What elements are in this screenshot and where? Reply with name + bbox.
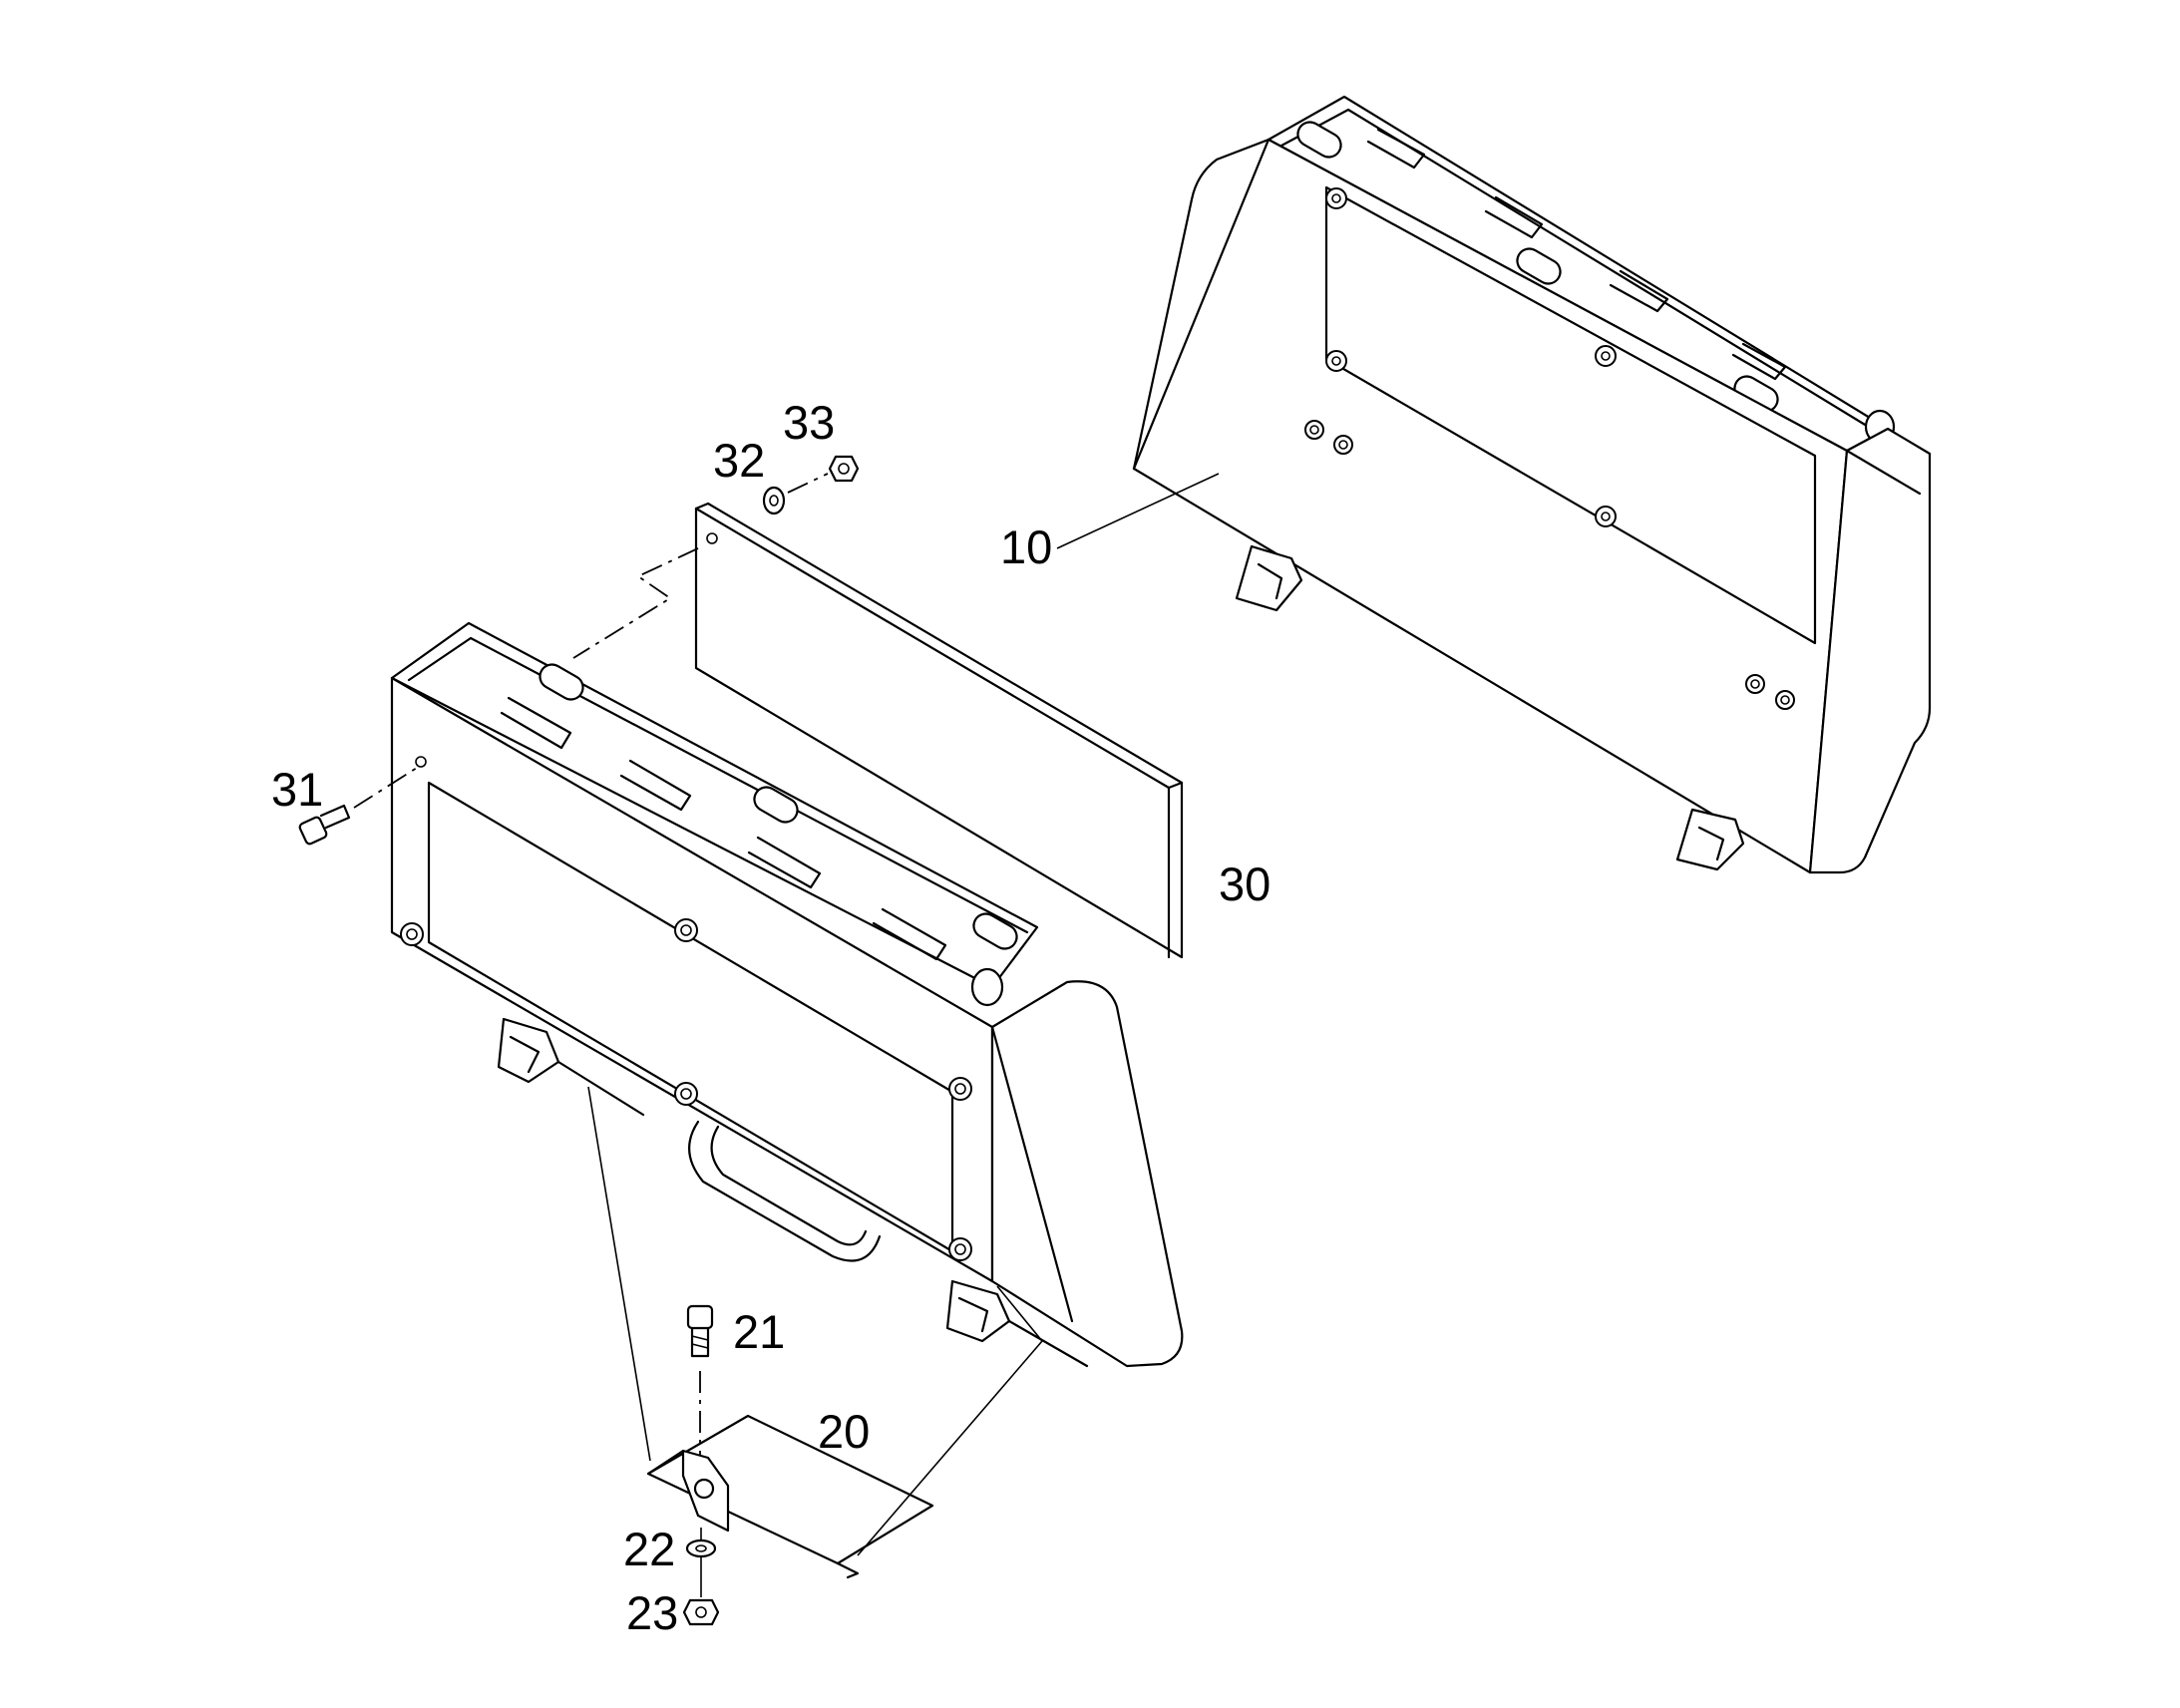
callout-10: 10 — [1000, 520, 1052, 573]
callout-23: 23 — [626, 1586, 678, 1639]
callout-32: 32 — [713, 434, 765, 487]
bracket-part-20 — [587, 1086, 1043, 1579]
nut-part-23 — [682, 1598, 720, 1626]
callout-33: 33 — [783, 396, 835, 449]
housing-rear-view — [1132, 95, 1932, 874]
leader-10 — [1056, 473, 1220, 549]
assembly-line-cover — [572, 547, 699, 659]
callout-31: 31 — [271, 763, 323, 816]
callout-22: 22 — [623, 1523, 675, 1575]
nut-part-33 — [828, 455, 860, 483]
assembly-line-32-33 — [787, 473, 829, 494]
screw-part-21 — [686, 1304, 714, 1456]
callout-21: 21 — [733, 1305, 785, 1358]
callout-30: 30 — [1219, 857, 1271, 910]
washer-part-22 — [685, 1528, 717, 1597]
cover-panel — [694, 502, 1184, 959]
washer-part-32 — [762, 486, 786, 515]
callout-20: 20 — [818, 1405, 870, 1458]
housing-front-view — [390, 621, 1184, 1368]
screw-part-31 — [298, 767, 418, 846]
